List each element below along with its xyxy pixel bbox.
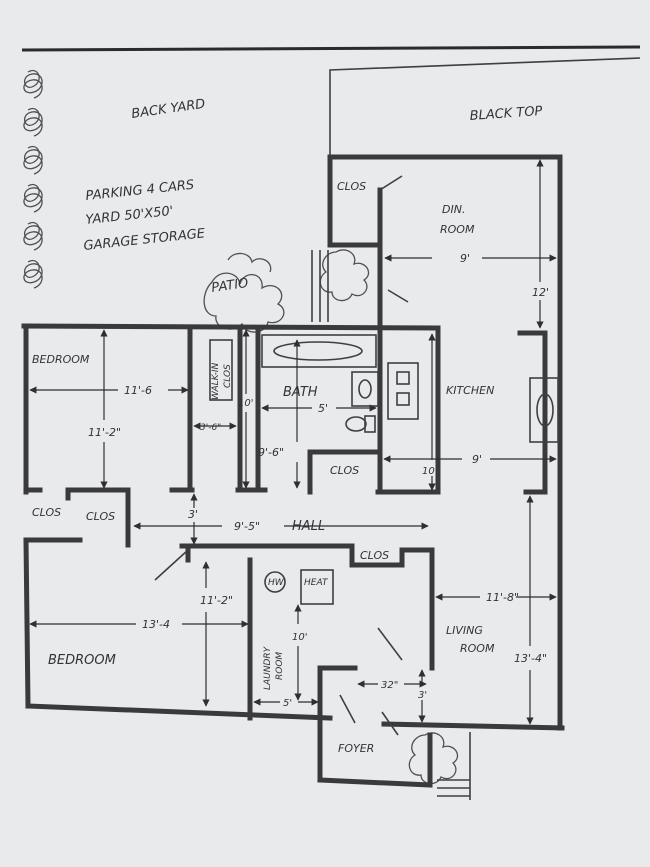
dim-din-length: 12' bbox=[532, 286, 549, 299]
dim-kitchen-width: 9' bbox=[472, 453, 482, 466]
dim-walkin-length: 10' bbox=[238, 398, 253, 409]
dim-foyer-door: 32" bbox=[381, 680, 398, 691]
closet-top-label: CLOS bbox=[337, 180, 366, 193]
dimension-lines bbox=[29, 159, 557, 725]
dim-bed-top-length: 11'-2" bbox=[88, 426, 121, 439]
dim-din-width: 9' bbox=[460, 252, 470, 265]
dim-bath-length: 9'-6" bbox=[258, 446, 284, 459]
closet-left-label-2: CLOS bbox=[86, 510, 115, 523]
dim-bed-bottom-width: 13'-4 bbox=[142, 618, 170, 631]
dim-foyer-depth: 3' bbox=[418, 690, 427, 701]
laundry-label-1: LAUNDRY bbox=[263, 645, 273, 690]
dim-living-width: 11'-8" bbox=[486, 591, 519, 604]
closet-left-label-1: CLOS bbox=[32, 506, 61, 519]
living-label-2: ROOM bbox=[460, 642, 495, 655]
dim-hall-length: 9'-5" bbox=[234, 520, 260, 533]
patio-label: PATIO bbox=[210, 276, 249, 296]
hall-label: HALL bbox=[292, 519, 325, 534]
walls bbox=[21, 154, 565, 788]
top-border-line bbox=[21, 45, 641, 52]
dim-bed-top-width: 11'-6 bbox=[124, 384, 152, 397]
walkin-label-1: WALK-IN bbox=[211, 362, 221, 400]
bath-label: BATH bbox=[283, 385, 318, 400]
dim-bed-bottom-length: 11'-2" bbox=[200, 594, 233, 607]
patio-steps bbox=[311, 250, 329, 322]
dim-laundry-length: 10' bbox=[292, 632, 307, 643]
entry-steps bbox=[437, 732, 471, 800]
closet-hall-label: CLOS bbox=[360, 549, 389, 562]
living-label-1: LIVING bbox=[446, 624, 483, 637]
kitchen-label: KITCHEN bbox=[446, 384, 494, 397]
dim-kitchen-length: 10' bbox=[422, 466, 437, 477]
black-top-outline bbox=[329, 57, 641, 155]
laundry-label-2: ROOM bbox=[275, 652, 285, 680]
heat-label: HEAT bbox=[304, 578, 329, 588]
bedroom-bottom-label: BEDROOM bbox=[48, 653, 116, 668]
black-top-label: BLACK TOP bbox=[469, 104, 543, 124]
dim-living-length: 13'-4" bbox=[514, 652, 547, 665]
dim-laundry-width: 5' bbox=[283, 698, 292, 709]
closet-bath-label: CLOS bbox=[330, 464, 359, 477]
walkin-label-2: CLOS bbox=[223, 364, 233, 388]
dim-hall-width: 3' bbox=[188, 508, 198, 521]
patio-shrubs bbox=[203, 249, 459, 785]
bedroom-top-label: BEDROOM bbox=[32, 353, 90, 366]
dining-label-1: DIN. bbox=[442, 203, 465, 216]
dim-bath-width: 5' bbox=[318, 402, 328, 415]
dim-walkin-width: 3'-6" bbox=[200, 423, 221, 433]
hw-label: HW bbox=[268, 578, 285, 588]
fixtures bbox=[154, 175, 559, 736]
dining-label-2: ROOM bbox=[440, 223, 475, 236]
foyer-label: FOYER bbox=[338, 742, 374, 755]
hedge-scribble bbox=[23, 69, 43, 289]
